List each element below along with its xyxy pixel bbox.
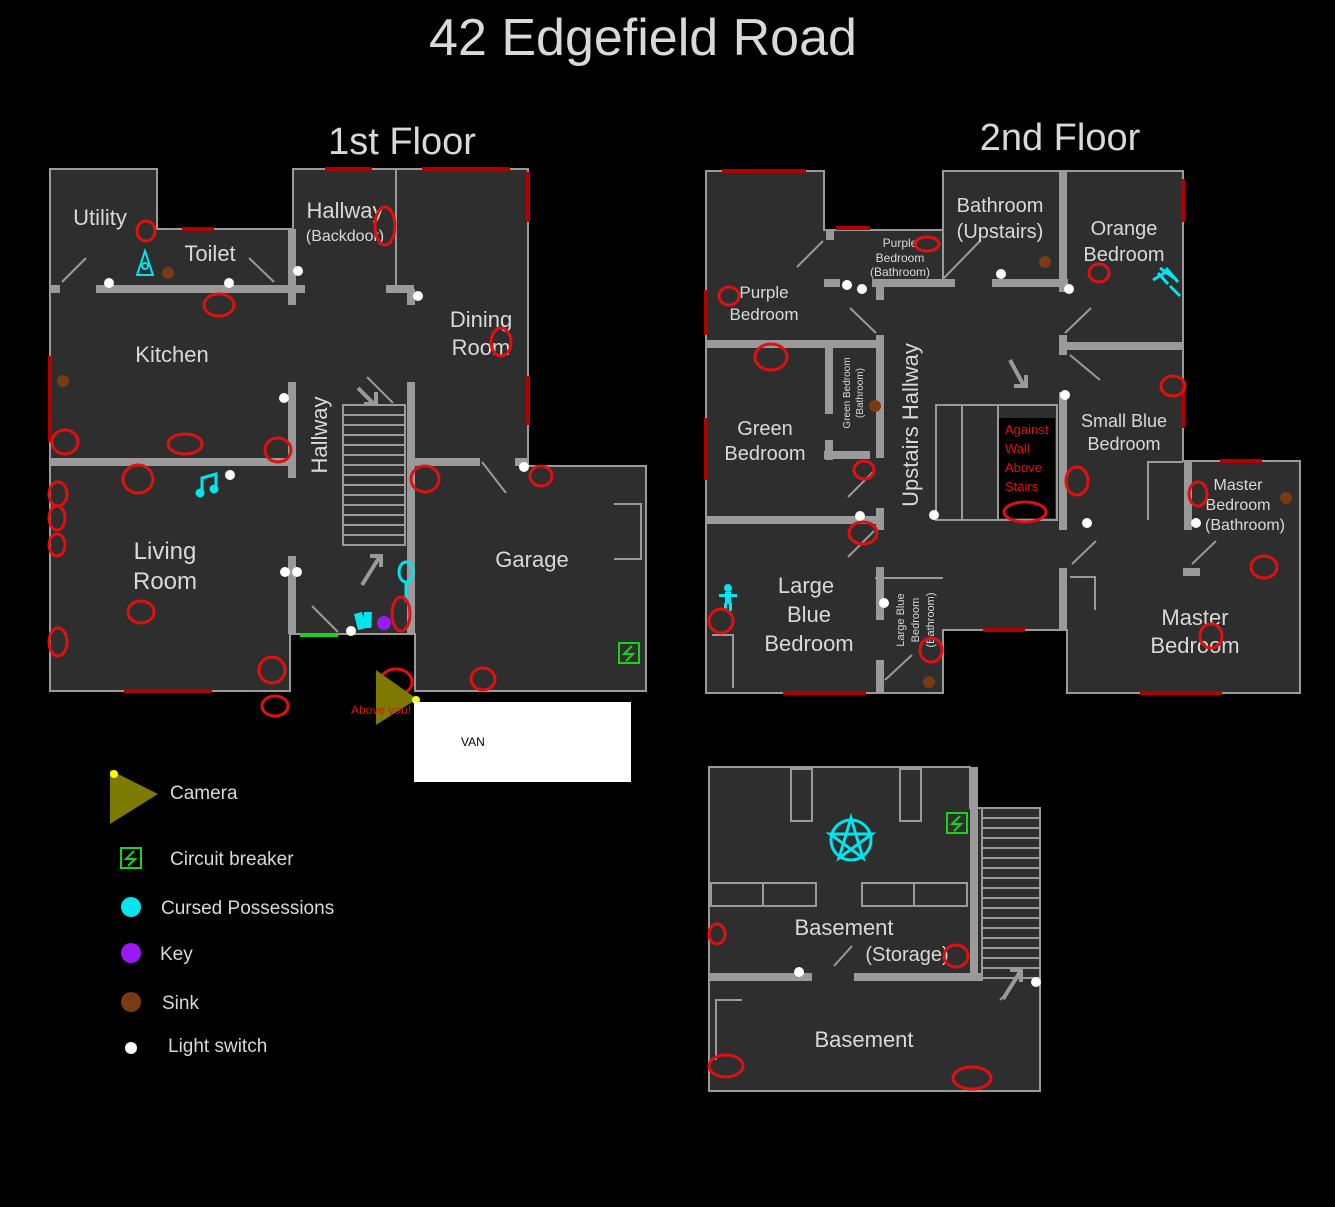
room-label-large-blue-2: Blue: [787, 602, 831, 627]
arrow-icon: [356, 386, 378, 406]
room-label-living-2: Room: [133, 568, 197, 595]
legend: Camera Circuit breaker Cursed Possession…: [110, 770, 334, 1057]
room-label-green-bedroom: Green: [737, 418, 793, 440]
room-label-hallway-backdoor-sub: (Backdoor): [306, 228, 384, 245]
sink-icon: [57, 375, 69, 387]
van-label: VAN: [461, 735, 485, 749]
second-floor-hiding-spots: [707, 235, 1279, 664]
room-label-large-blue-bath-2: Bedroom: [910, 598, 922, 643]
key-icon: [377, 616, 391, 630]
room-label-purple-bath: Purple: [883, 236, 918, 250]
against-wall-note: Against Wall Above Stairs: [1005, 422, 1049, 494]
sink-icon: [1280, 492, 1292, 504]
above-you-note: Above you!: [351, 703, 411, 717]
legend-sink-icon: [121, 992, 141, 1012]
voodoo-doll-icon: [719, 584, 737, 611]
room-label-basement-storage-2: (Storage): [865, 944, 948, 966]
second-floor-plan: Purple Bedroom Purple Bedroom (Bathroom)…: [704, 169, 1301, 695]
legend-cursed-label: Cursed Possessions: [161, 898, 334, 919]
sink-icon: [869, 400, 881, 412]
room-label-purple-bedroom: Purple: [739, 283, 788, 302]
room-label-master-bedroom-2: Bedroom: [1150, 633, 1239, 658]
room-label-large-blue-3: Bedroom: [764, 631, 853, 656]
legend-circuit-breaker-icon: [120, 847, 142, 869]
legend-key-icon: [121, 943, 141, 963]
first-floor-windows: [48, 167, 530, 693]
van: [414, 702, 631, 782]
room-label-hallway: Hallway: [307, 396, 332, 473]
room-label-garage: Garage: [495, 547, 568, 572]
room-label-green-bedroom-2: Bedroom: [724, 443, 805, 465]
map-title: 42 Edgefield Road: [429, 9, 857, 67]
light-switches: [104, 266, 529, 636]
room-label-kitchen: Kitchen: [135, 342, 208, 367]
room-label-large-blue-bath-3: (Bathroom): [925, 592, 937, 647]
second-floor-heading: 2nd Floor: [980, 117, 1141, 159]
room-label-upstairs-hallway: Upstairs Hallway: [898, 343, 923, 507]
music-box-icon: [195, 472, 219, 498]
room-label-large-blue-bath: Large Blue: [895, 593, 907, 646]
sink-icon: [923, 676, 935, 688]
room-label-bathroom-upstairs-2: (Upstairs): [957, 221, 1044, 243]
legend-light-switch-icon: [125, 1042, 137, 1054]
svg-text:Stairs: Stairs: [1005, 479, 1039, 494]
arrow-icon: [1008, 359, 1028, 388]
first-floor-plan: Utility Toilet Hallway (Backdoor) Dining…: [47, 167, 647, 782]
sink-icon: [1039, 256, 1051, 268]
legend-key-label: Key: [160, 944, 193, 965]
room-label-basement-storage: Basement: [794, 915, 893, 940]
room-label-basement: Basement: [814, 1027, 913, 1052]
room-label-purple-bath-2: Bedroom: [876, 251, 925, 265]
room-label-purple-bath-3: (Bathroom): [870, 265, 930, 279]
legend-circuit-breaker-label: Circuit breaker: [170, 849, 294, 870]
summoning-circle-icon: [135, 247, 155, 276]
room-label-green-bath-2: (Bathroom): [855, 368, 866, 418]
room-label-green-bath: Green Bedroom: [842, 357, 853, 428]
monkey-paw-icon: [1152, 266, 1182, 298]
legend-light-switch-label: Light switch: [168, 1036, 267, 1057]
circuit-breaker-icon: [946, 812, 968, 834]
room-label-utility: Utility: [73, 205, 127, 230]
sink-icon: [162, 267, 174, 279]
svg-text:Against: Against: [1005, 422, 1049, 437]
room-label-toilet: Toilet: [184, 241, 235, 266]
room-label-orange-bedroom-2: Bedroom: [1083, 244, 1164, 266]
first-floor-stairs: [342, 404, 406, 546]
basement-plan: Basement (Storage) Basement: [707, 766, 1041, 1092]
arrow-icon: [360, 554, 383, 587]
tarot-cards-icon: [354, 612, 372, 630]
light-switches: [842, 269, 1201, 608]
svg-text:Wall: Wall: [1005, 441, 1030, 456]
room-label-orange-bedroom: Orange: [1091, 218, 1158, 240]
room-label-bathroom-upstairs: Bathroom: [957, 195, 1044, 217]
legend-camera-label: Camera: [170, 783, 238, 804]
legend-camera-icon: [110, 770, 158, 824]
legend-cursed-icon: [121, 897, 141, 917]
circuit-breaker-icon: [618, 642, 640, 664]
first-floor-heading: 1st Floor: [328, 121, 476, 163]
legend-sink-label: Sink: [162, 993, 199, 1014]
room-label-small-blue-2: Bedroom: [1087, 434, 1160, 454]
light-switches: [794, 967, 1041, 987]
room-label-living: Living: [134, 538, 197, 565]
svg-text:Above: Above: [1005, 460, 1042, 475]
pentagram-icon: [825, 812, 877, 862]
room-label-small-blue: Small Blue: [1081, 411, 1167, 431]
room-label-large-blue: Large: [778, 573, 834, 598]
room-label-master-bath: Master: [1214, 477, 1264, 494]
room-label-master-bath-3: (Bathroom): [1205, 517, 1285, 534]
room-label-hallway-backdoor: Hallway: [306, 198, 383, 223]
basement-hiding-spots: [707, 922, 993, 1091]
arrow-icon: [1001, 968, 1023, 1001]
second-floor-windows: [704, 169, 1262, 695]
room-label-master-bath-2: Bedroom: [1206, 497, 1271, 514]
room-label-purple-bedroom-2: Bedroom: [730, 305, 799, 324]
